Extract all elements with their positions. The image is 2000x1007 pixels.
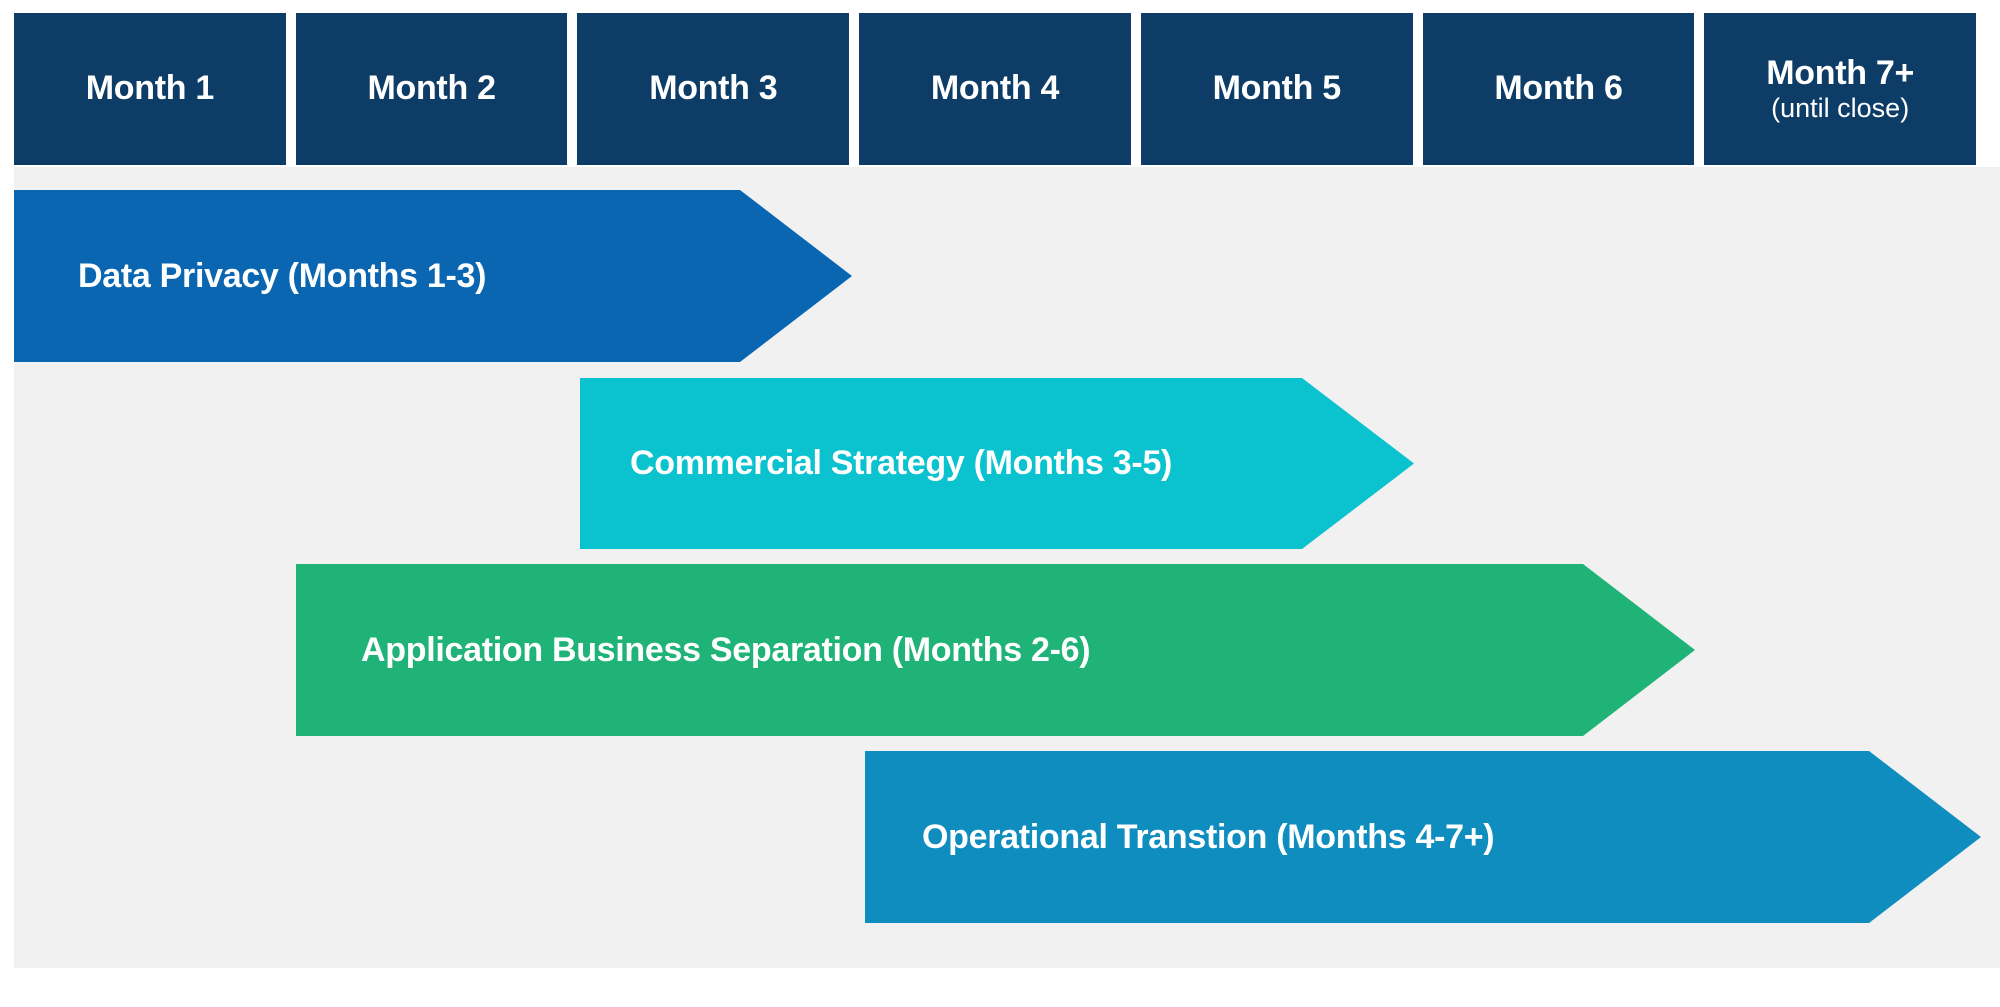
task-bar-data-privacy: Data Privacy (Months 1-3): [14, 190, 852, 362]
task-label: Data Privacy (Months 1-3): [78, 256, 487, 295]
timeline-canvas: Data Privacy (Months 1-3) Commercial Str…: [14, 167, 2000, 968]
task-label: Operational Transtion (Months 4-7+): [922, 817, 1495, 856]
month-label: Month 6: [1494, 69, 1623, 108]
task-label: Commercial Strategy (Months 3-5): [630, 444, 1173, 482]
task-bar-commercial-strategy: Commercial Strategy (Months 3-5): [580, 378, 1414, 549]
month-header-1: Month 1: [14, 13, 286, 165]
month-sublabel: (until close): [1771, 93, 1910, 124]
month-label: Month 1: [85, 69, 215, 108]
month-header-7: Month 7+ (until close): [1704, 13, 1977, 165]
task-label: Application Business Separation (Months …: [361, 630, 1091, 669]
task-bar-operational-transition: Operational Transtion (Months 4-7+): [865, 751, 1981, 923]
month-label: Month 3: [649, 69, 778, 108]
month-header-row: Month 1 Month 2 Month 3 Month 4 Month 5 …: [14, 13, 1977, 165]
month-header-4: Month 4: [859, 13, 1131, 165]
month-header-2: Month 2: [295, 13, 568, 165]
task-bar-application-business-separation: Application Business Separation (Months …: [296, 564, 1695, 736]
month-label: Month 5: [1212, 69, 1342, 108]
month-header-6: Month 6: [1422, 13, 1695, 165]
month-header-5: Month 5: [1140, 13, 1413, 165]
month-label: Month 4: [930, 69, 1060, 108]
month-label: Month 7+: [1766, 53, 1915, 92]
month-label: Month 2: [367, 69, 496, 108]
month-header-3: Month 3: [577, 13, 850, 165]
